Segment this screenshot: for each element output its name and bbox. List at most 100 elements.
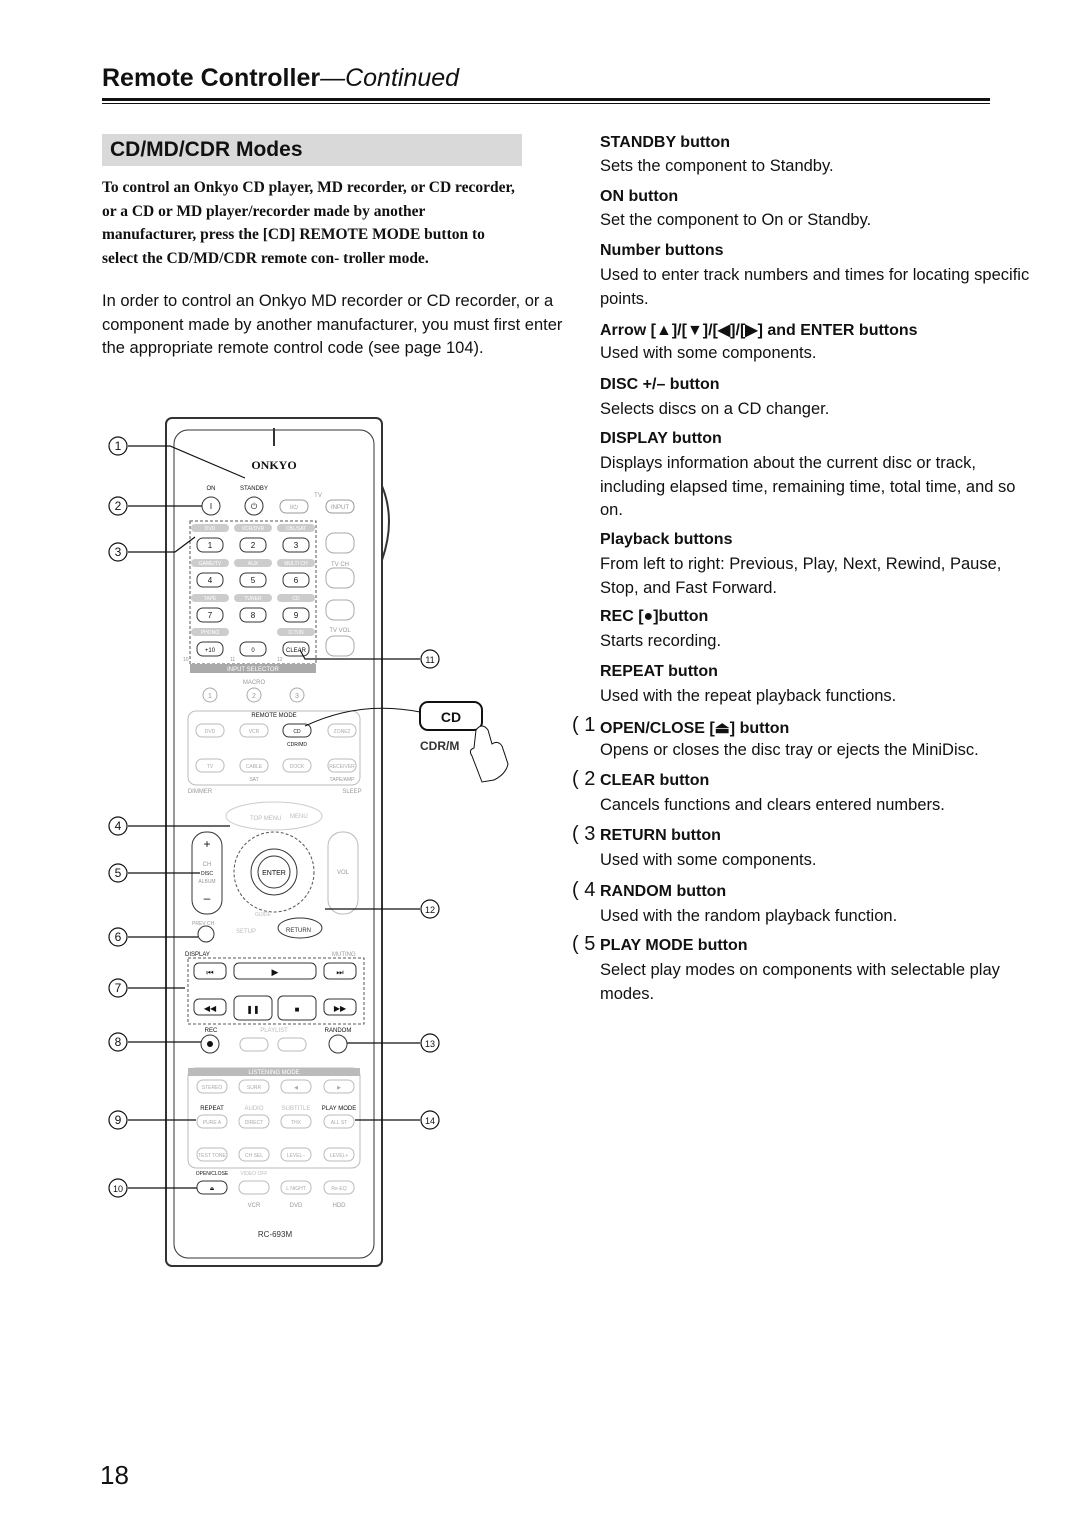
callout-number: 2 [115,499,122,513]
source-label: TAPE [204,596,217,602]
tv-ch-up [325,532,355,554]
number-label: 1 [208,541,213,550]
callout-circle [420,1033,440,1053]
dimmer-label: DIMMER [188,789,213,795]
dvd-label: DVD [290,1203,303,1209]
header-rule [102,98,990,101]
mode-button [195,723,225,738]
callout-number: 3 [115,545,122,559]
callout-lines [128,445,420,1189]
callout-number: 11 [425,655,434,665]
pause-glyph: ❚❚ [246,1005,259,1014]
ch-label: CH [203,862,212,868]
rec-button [200,1034,220,1054]
number-button [282,641,310,657]
source-label-bg [277,524,315,532]
item-title: OPEN/CLOSE [⏏] button [600,720,790,737]
item-title: REC [●]button [600,608,709,625]
listening-mode-button [280,1114,312,1129]
prev-ch-label: PREV CH [192,921,215,927]
number-label: 9 [294,611,299,620]
remote-input-glyph: INPUT [331,505,349,511]
remote-brand: ONKYO [251,458,296,472]
number-button [282,572,310,588]
item-desc: Sets the component to Standby. [600,157,834,175]
tv-ch-label: TV CH [331,562,349,568]
sat-label: SAT [249,777,258,783]
stop-button [277,995,317,1021]
number-button [239,572,267,588]
item-desc: Cancels functions and clears entered num… [600,796,945,814]
input-selector-bar [190,664,316,673]
source-label-bg [234,559,272,567]
number-label: 8 [251,611,256,620]
mode-button [327,723,357,738]
next-button [323,962,357,980]
callout-number: 9 [115,1113,122,1127]
item-desc: Opens or closes the disc tray or ejects … [600,741,979,759]
remote-tv-power-button [279,499,309,514]
macro-2: 2 [252,693,256,700]
mode-label: VCR [249,729,260,735]
play-button [233,962,317,980]
disc-label: DISC [201,871,213,877]
macro-3-button [289,687,305,703]
item-title: DISPLAY button [600,430,722,447]
source-label: GAME/TV [199,561,222,567]
ch-plus: + [203,837,210,851]
number-button [239,641,267,657]
model-label: RC-693M [258,1230,293,1239]
number-label: 4 [208,576,213,585]
source-label: TUNER [244,596,262,602]
callout-circle [108,927,128,947]
ch-minus: – [204,891,211,905]
remote-illustration: ONKYO ON STANDBY TV I ⏻ I/⏻ INPUT DVD1VC… [108,417,509,1267]
section-title-bar [102,134,522,166]
listening-mode-button [280,1079,312,1094]
open-close-label: OPEN/CLOSE [196,1171,229,1177]
remote-standby-label: STANDBY [240,486,268,492]
number-label: +10 [205,648,216,654]
number-button [196,572,224,588]
callout-number: 7 [115,981,122,995]
listening-mode-label: LEVEL+ [330,1153,349,1159]
ff-button [323,998,357,1016]
listening-mode-label: L NIGHT [286,1186,306,1192]
prev-button [193,962,227,980]
sleep-label: SLEEP [342,789,361,795]
listening-mode-label: ALL ST [331,1120,348,1126]
listening-mode-label: SURR [247,1085,262,1091]
playlist-label: PLAYLIST [260,1028,288,1034]
item-desc: Used with the random playback function. [600,907,898,925]
listening-mode-label: ▶ [337,1085,341,1091]
mode-button [239,758,269,773]
source-label: VCR/DVR [242,526,265,532]
remote-tv-label: TV [314,493,322,499]
random-label: RANDOM [325,1028,352,1034]
item-desc: Select play modes on components with sel… [600,961,1000,1003]
callout-number: 12 [425,905,435,915]
enter-label: ENTER [262,870,286,877]
callout-number: 8 [115,1035,122,1049]
tv-vol-down [325,635,355,657]
listening-mode-button [238,1079,270,1094]
item-title: DISC +/– button [600,376,720,393]
listening-mode-label: ◀ [294,1085,298,1091]
listening-mode-button [196,1147,228,1162]
mode-label: DVD [205,729,216,735]
mode-label: ZONE2 [334,729,351,735]
remote-mode-label: REMOTE MODE [251,713,296,719]
listening-mode-button [196,1079,228,1094]
listening-mode-button [323,1180,355,1195]
item-desc: Used with some components. [600,344,817,362]
stop-glyph: ■ [295,1005,300,1014]
cdr-m-label: CDR/M [420,739,459,753]
playlist-next [277,1037,307,1052]
item-number: ( 3 [572,823,596,845]
source-label-bg [234,524,272,532]
rec-label: REC [205,1028,218,1034]
item-number: ( 5 [572,933,596,955]
menu-label: MENU [290,814,308,820]
number-button [282,607,310,623]
